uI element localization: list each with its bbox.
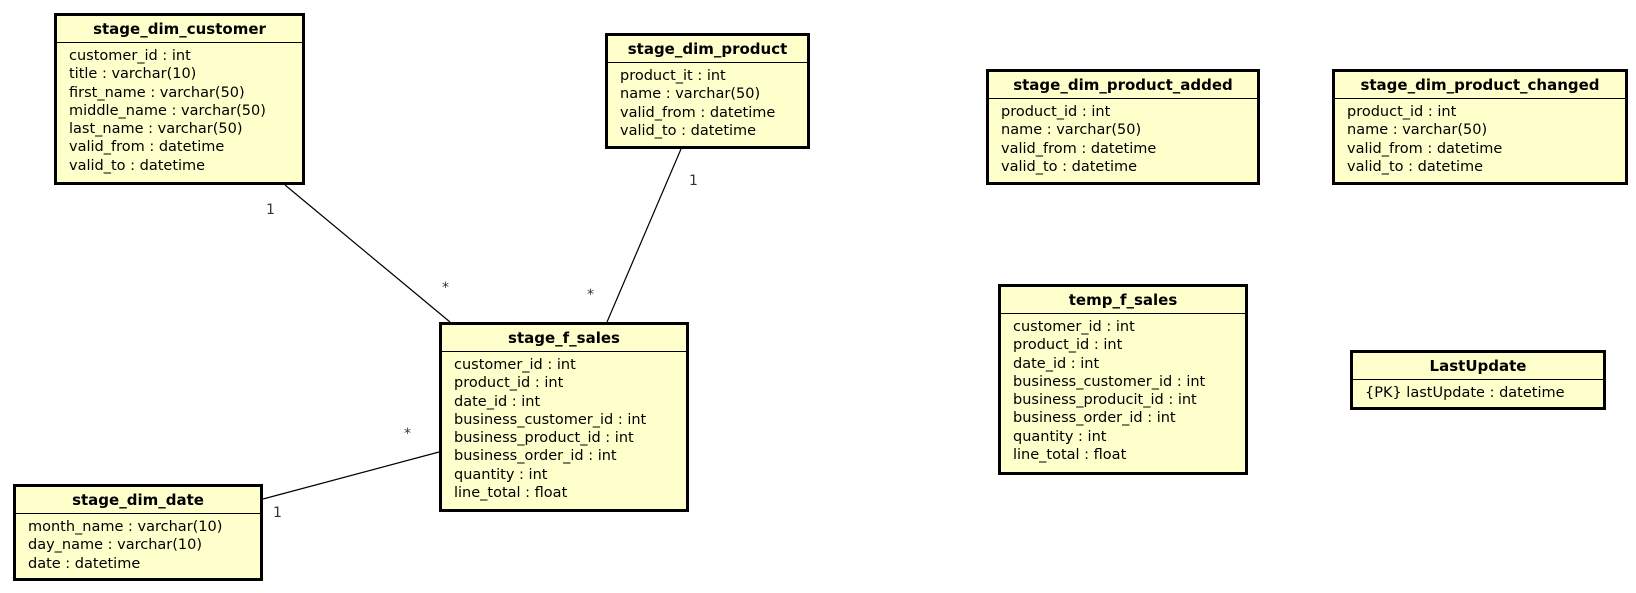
attribute: product_id : int	[1013, 337, 1123, 354]
attribute: line_total : float	[1013, 447, 1127, 464]
attribute: business_customer_id : int	[1013, 373, 1206, 390]
product-sales-relation	[606, 148, 682, 323]
attribute: day_name : varchar(10)	[28, 537, 203, 554]
attribute: name : varchar(50)	[1347, 122, 1488, 139]
attribute: valid_to : datetime	[1001, 158, 1138, 175]
attribute: product_id : int	[1001, 104, 1111, 120]
attribute: month_name : varchar(10)	[28, 519, 223, 535]
date-sales-relation	[262, 451, 440, 500]
attribute: quantity : int	[454, 466, 548, 483]
entity-title: stage_dim_product_added	[989, 72, 1257, 99]
attribute: valid_to : datetime	[620, 122, 757, 139]
entity-title: temp_f_sales	[1001, 287, 1245, 314]
date-sales-from-mult: 1	[273, 505, 282, 521]
entity-title: stage_dim_product_changed	[1335, 72, 1625, 99]
attribute: first_name : varchar(50)	[69, 84, 245, 101]
entity-title: stage_f_sales	[442, 325, 686, 352]
product-sales-from-mult: 1	[689, 173, 698, 189]
attribute: valid_from : datetime	[69, 139, 225, 156]
attribute-list: {PK} lastUpdate : datetime	[1353, 380, 1603, 402]
attribute: valid_from : datetime	[1347, 140, 1503, 157]
entity-stage-dim-customer[interactable]: stage_dim_customer customer_id : int titl…	[54, 13, 305, 185]
entity-stage-f-sales[interactable]: stage_f_sales customer_id : int product_i…	[439, 322, 689, 512]
entity-stage-dim-product-added[interactable]: stage_dim_product_added product_id : int…	[986, 69, 1260, 185]
attribute: line_total : float	[454, 485, 568, 502]
attribute: title : varchar(10)	[69, 66, 197, 83]
attribute: last_name : varchar(50)	[69, 121, 243, 138]
entity-stage-dim-product[interactable]: stage_dim_product product_it : int name :…	[605, 33, 810, 149]
attribute: business_order_id : int	[1013, 410, 1176, 427]
customer-sales-from-mult: 1	[266, 202, 275, 218]
attribute: business_customer_id : int	[454, 411, 647, 428]
attribute: valid_to : datetime	[1347, 158, 1484, 175]
attribute: product_id : int	[454, 375, 564, 392]
product-sales-to-mult: *	[587, 287, 594, 303]
entity-temp-f-sales[interactable]: temp_f_sales customer_id : int product_id…	[998, 284, 1248, 475]
attribute: middle_name : varchar(50)	[69, 102, 266, 119]
entity-title: stage_dim_date	[16, 487, 260, 514]
attribute: product_id : int	[1347, 104, 1457, 120]
attribute: valid_to : datetime	[69, 157, 206, 174]
attribute: valid_from : datetime	[1001, 140, 1157, 157]
attribute: customer_id : int	[1013, 319, 1135, 335]
attribute: name : varchar(50)	[1001, 122, 1142, 139]
entity-title: stage_dim_customer	[57, 16, 302, 43]
entity-title: stage_dim_product	[608, 36, 807, 63]
attribute: business_order_id : int	[454, 448, 617, 465]
attribute: business_product_id : int	[454, 430, 634, 447]
attribute: valid_from : datetime	[620, 104, 776, 121]
customer-sales-relation	[284, 184, 451, 323]
attribute: {PK} lastUpdate : datetime	[1365, 385, 1565, 401]
entity-stage-dim-product-changed[interactable]: stage_dim_product_changed product_id : i…	[1332, 69, 1628, 185]
entity-stage-dim-date[interactable]: stage_dim_date month_name : varchar(10) d…	[13, 484, 263, 581]
customer-sales-to-mult: *	[442, 280, 449, 296]
attribute: date_id : int	[1013, 355, 1100, 372]
attribute: business_producit_id : int	[1013, 392, 1197, 409]
attribute: date : datetime	[28, 555, 141, 572]
attribute: customer_id : int	[454, 357, 576, 373]
attribute: customer_id : int	[69, 48, 191, 64]
attribute-list: customer_id : int title : varchar(10)firs…	[57, 43, 302, 175]
attribute: name : varchar(50)	[620, 86, 761, 103]
entity-title: LastUpdate	[1353, 353, 1603, 380]
attribute: product_it : int	[620, 68, 726, 84]
date-sales-to-mult: *	[404, 426, 411, 442]
attribute: quantity : int	[1013, 428, 1107, 445]
attribute-list: month_name : varchar(10) day_name : varch…	[16, 514, 260, 573]
attribute: date_id : int	[454, 393, 541, 410]
entity-last-update[interactable]: LastUpdate {PK} lastUpdate : datetime	[1350, 350, 1606, 410]
